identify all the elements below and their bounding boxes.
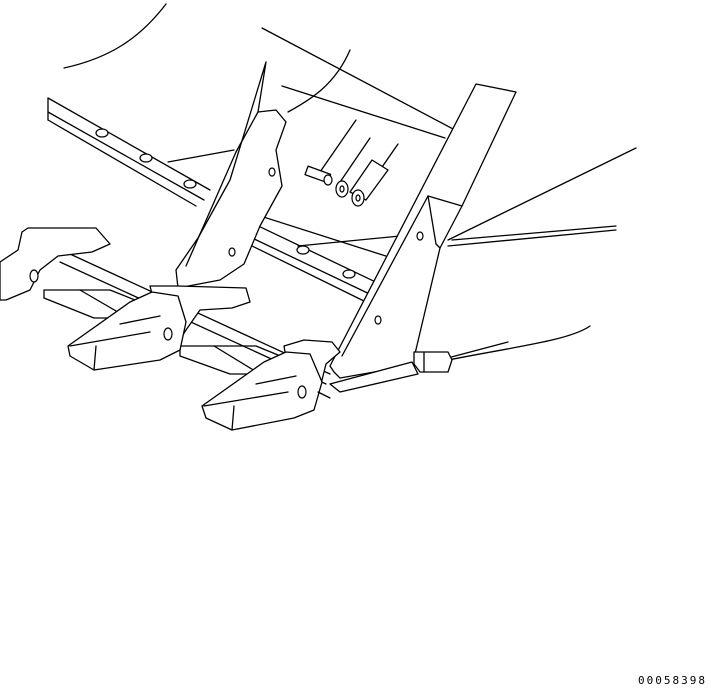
leader-line-3 bbox=[451, 225, 617, 241]
wear-strip-upper bbox=[47, 97, 211, 207]
floor-line-right bbox=[297, 235, 401, 247]
wear-strip-lower bbox=[243, 221, 385, 305]
leader-line-1 bbox=[447, 147, 637, 241]
bucket-top-curve bbox=[63, 3, 167, 69]
drawing-number: 00058398 bbox=[638, 674, 707, 687]
left-side-plate bbox=[175, 61, 287, 289]
lower-floor-line bbox=[253, 213, 393, 259]
side-plate bbox=[329, 83, 517, 379]
pin-assembly bbox=[304, 119, 399, 207]
adapter-left bbox=[0, 227, 111, 301]
bucket-shell-curve bbox=[287, 49, 351, 113]
leader-line-4 bbox=[439, 341, 509, 361]
upper-floor-line bbox=[167, 149, 235, 163]
tooth-tip-line bbox=[317, 391, 331, 399]
tooth-right bbox=[201, 351, 323, 431]
bucket-back-edge bbox=[261, 27, 456, 131]
tooth-left bbox=[67, 291, 187, 371]
bucket-edge-right bbox=[447, 325, 591, 361]
bucket-back-edge-2 bbox=[281, 85, 446, 139]
leader-line-2 bbox=[447, 229, 617, 247]
